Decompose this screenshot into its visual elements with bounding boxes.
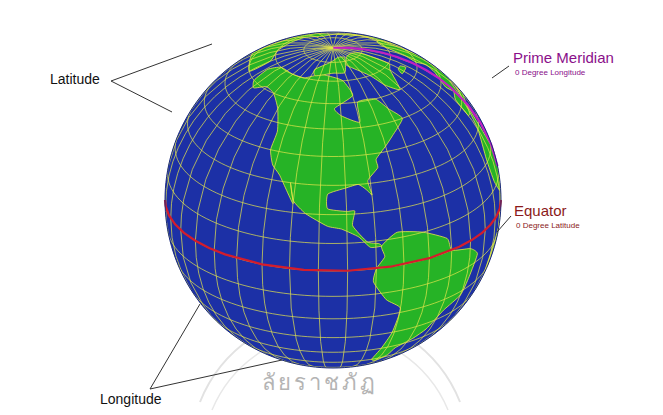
globe (165, 32, 501, 368)
leader-line (497, 216, 511, 232)
line-value: 0 Degree Latitude (516, 221, 580, 230)
leader-line (150, 304, 200, 389)
ocean (165, 32, 501, 368)
equator-line (165, 200, 501, 271)
axis-label: Longitude (100, 391, 162, 407)
line-value: 0 Degree Longitude (515, 68, 585, 77)
leader-line (111, 81, 172, 112)
leader-line (111, 44, 212, 81)
line-name: Equator (514, 202, 567, 219)
continent (398, 66, 406, 74)
axis-label: Latitude (50, 71, 100, 87)
leader-line (492, 66, 509, 78)
watermark: ลัยราชภัฏ (262, 370, 378, 395)
line-name: Prime Meridian (513, 49, 614, 66)
leader-lines (111, 44, 511, 389)
graticule (165, 32, 501, 368)
globe-outline (165, 32, 501, 368)
